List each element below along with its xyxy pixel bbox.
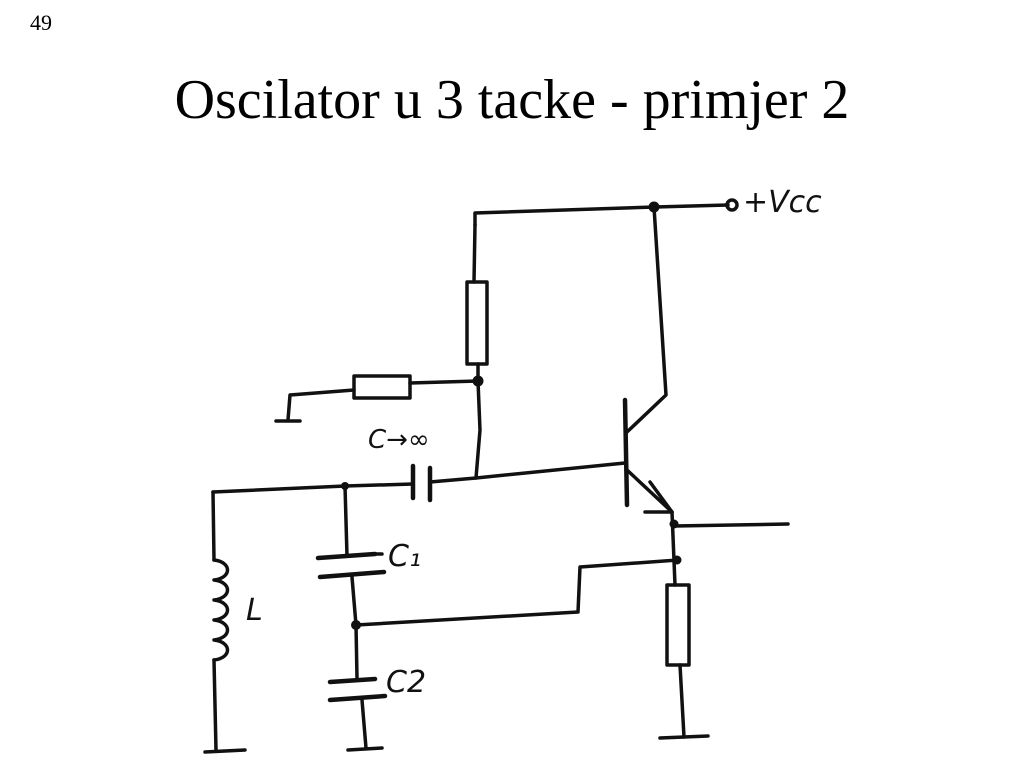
- c1-plate-top: [315, 551, 378, 561]
- vcc-rail: +Vcc: [473, 185, 822, 227]
- transistor-base-bar: [622, 397, 630, 508]
- c2-lead-bottom: [360, 698, 368, 750]
- transistor-collector: [625, 205, 668, 434]
- c1-lead-top: [343, 484, 349, 558]
- capacitor-c2: C2: [327, 623, 426, 752]
- bias-top-resistor-body: [465, 280, 489, 366]
- coupling-cap-label: C→∞: [368, 425, 430, 455]
- bias-top-lead-upper: [472, 223, 477, 284]
- vcc-wire-right: [653, 203, 730, 209]
- tap-wire: [354, 558, 680, 627]
- slide-title: Oscilator u 3 tacke - primjer 2: [174, 69, 850, 131]
- c1-lead-bottom: [350, 575, 358, 627]
- bias-lower-wire-right: [408, 379, 480, 385]
- bias-lower-wire-left: [286, 388, 356, 422]
- output-wire: [672, 522, 790, 528]
- inductor: L: [203, 490, 263, 754]
- inductor-coil: [212, 558, 230, 662]
- c2-label: C2: [386, 665, 426, 700]
- c1-plate-bottom: [317, 569, 387, 580]
- npn-transistor: [622, 205, 674, 514]
- inductor-ground-symbol: [203, 748, 247, 754]
- bias-resistor-bottom: [274, 374, 480, 423]
- emitter-network: [658, 510, 790, 740]
- vcc-wire-left: [473, 205, 657, 227]
- c1-label: C₁: [388, 539, 421, 574]
- c2-ground-symbol: [346, 746, 384, 752]
- capacitor-c1: C₁: [315, 484, 421, 627]
- vcc-label: +Vcc: [743, 185, 822, 220]
- emitter-ground-symbol: [658, 734, 710, 740]
- emitter-resistor-lead: [678, 663, 686, 739]
- c2-lead-top: [354, 623, 359, 680]
- emitter-resistor-body: [665, 583, 691, 667]
- inductor-lead-top: [211, 490, 216, 562]
- page-number: 49: [30, 10, 52, 35]
- c2-plate-top: [327, 676, 378, 685]
- base-wire-to-transistor: [428, 461, 627, 484]
- transistor-emitter-arrow: [643, 480, 674, 514]
- inductor-lead-bottom: [212, 658, 218, 752]
- c2-plate-bottom: [327, 693, 388, 703]
- emitter-junction-mid: [672, 555, 682, 565]
- base-bias-wire: [474, 379, 482, 480]
- coupling-capacitor: C→∞: [368, 425, 627, 503]
- bias-lower-resistor-body: [352, 374, 412, 400]
- inductor-label: L: [246, 593, 263, 628]
- tank-top-wire: [211, 482, 415, 494]
- vcc-terminal: [725, 198, 739, 212]
- transistor-emitter: [625, 468, 674, 514]
- bias-resistor-top: [465, 223, 489, 387]
